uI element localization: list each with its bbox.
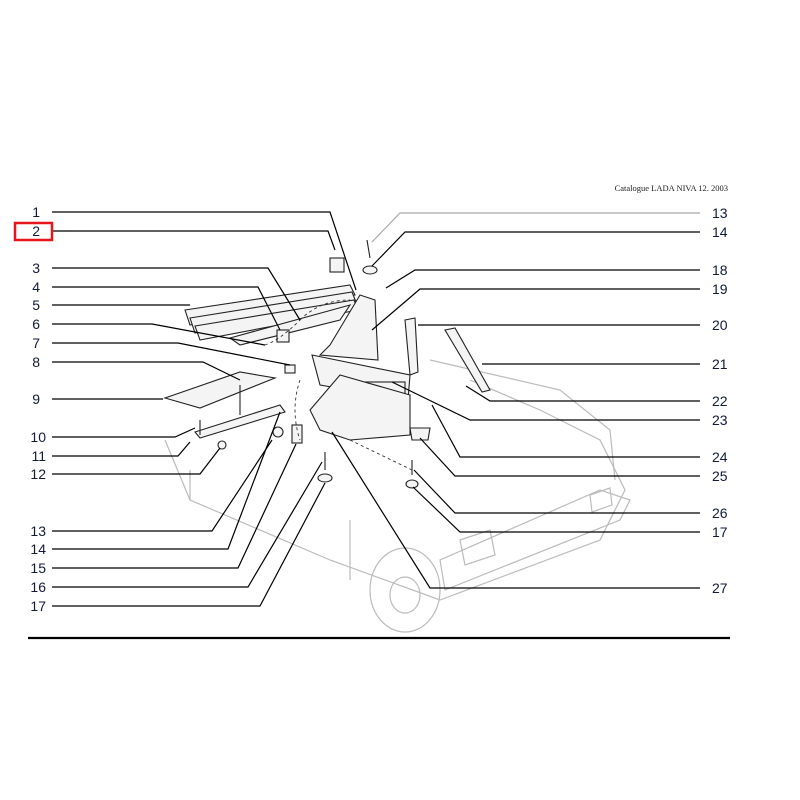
callout-label: 4 <box>32 279 40 295</box>
callout-label: 27 <box>712 580 728 596</box>
callout-label: 12 <box>30 466 46 482</box>
callout-label: 16 <box>30 579 46 595</box>
callout-label: 14 <box>712 224 728 240</box>
callout-label: 20 <box>712 317 728 333</box>
catalogue-header: Catalogue LADA NIVA 12. 2003 <box>615 183 728 193</box>
callout-label: 18 <box>712 262 728 278</box>
callout-label: 9 <box>32 391 40 407</box>
callout-label: 13 <box>30 523 46 539</box>
left-callout-labels: 1 2 3 4 5 6 7 8 9 10 11 12 13 14 15 16 1… <box>30 204 46 614</box>
callout-label: 19 <box>712 281 728 297</box>
callout-label: 10 <box>30 429 46 445</box>
highlight-box <box>13 221 54 242</box>
callout-label: 8 <box>32 354 40 370</box>
callout-label: 23 <box>712 412 728 428</box>
leader-lines-right <box>331 212 700 589</box>
parts <box>163 239 491 489</box>
callout-label: 22 <box>712 393 728 409</box>
callout-label: 3 <box>32 260 40 276</box>
callout-label: 14 <box>30 541 46 557</box>
callout-label: 11 <box>31 448 46 464</box>
callout-label: 1 <box>32 204 40 220</box>
callout-label: 24 <box>712 449 728 465</box>
leader-lines-left <box>52 211 357 607</box>
callout-label: 17 <box>30 598 46 614</box>
callout-label: 21 <box>712 356 728 372</box>
callout-label: 15 <box>30 560 46 576</box>
callout-label-highlighted: 2 <box>32 223 40 239</box>
callout-label: 7 <box>32 335 40 351</box>
callout-label: 17 <box>712 524 728 540</box>
callout-label: 5 <box>32 297 40 313</box>
callout-label: 13 <box>712 205 728 221</box>
callout-label: 26 <box>712 505 728 521</box>
right-callout-labels: 13 14 18 19 20 21 22 23 24 25 26 17 27 <box>712 205 728 596</box>
callout-label: 25 <box>712 468 728 484</box>
callout-label: 6 <box>32 316 40 332</box>
